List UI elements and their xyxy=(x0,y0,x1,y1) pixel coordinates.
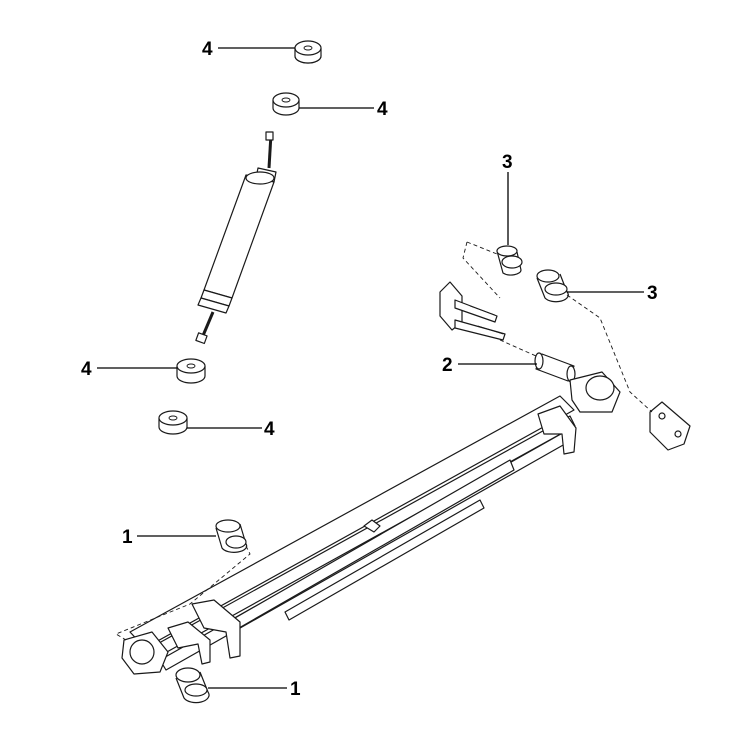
bushing-1-upper xyxy=(215,519,248,553)
assembly-guide-lines xyxy=(114,241,653,641)
shock-absorber xyxy=(195,131,277,345)
callout-4-upper: 4 xyxy=(299,99,388,120)
bushing-3-left xyxy=(496,245,523,276)
bushing-4-mid xyxy=(176,358,206,384)
svg-text:4: 4 xyxy=(202,39,213,60)
shackle-bolts xyxy=(439,281,506,341)
bushing-3-right xyxy=(536,269,569,303)
callout-2: 2 xyxy=(442,355,537,376)
callout-4-mid: 4 xyxy=(81,359,177,380)
callout-1-upper: 1 xyxy=(122,527,216,548)
leaf-spring xyxy=(121,371,621,675)
svg-text:2: 2 xyxy=(442,355,453,376)
svg-text:1: 1 xyxy=(122,527,133,548)
svg-text:3: 3 xyxy=(502,152,513,173)
bushing-4-upper xyxy=(272,92,300,116)
shackle-plate xyxy=(649,401,691,451)
bushing-4-top xyxy=(294,40,322,64)
callout-1-lower: 1 xyxy=(208,679,301,700)
bushing-4-lower xyxy=(158,410,188,435)
callout-3-left: 3 xyxy=(502,152,513,245)
svg-text:4: 4 xyxy=(377,99,388,120)
svg-text:3: 3 xyxy=(647,283,658,304)
svg-text:4: 4 xyxy=(81,359,92,380)
callout-3-right: 3 xyxy=(567,283,658,304)
callout-4-lower: 4 xyxy=(187,419,275,440)
bushing-1-lower xyxy=(175,667,210,704)
callout-4-top: 4 xyxy=(202,39,295,60)
sleeve-2 xyxy=(534,352,576,383)
svg-text:4: 4 xyxy=(264,419,275,440)
svg-text:1: 1 xyxy=(290,679,301,700)
